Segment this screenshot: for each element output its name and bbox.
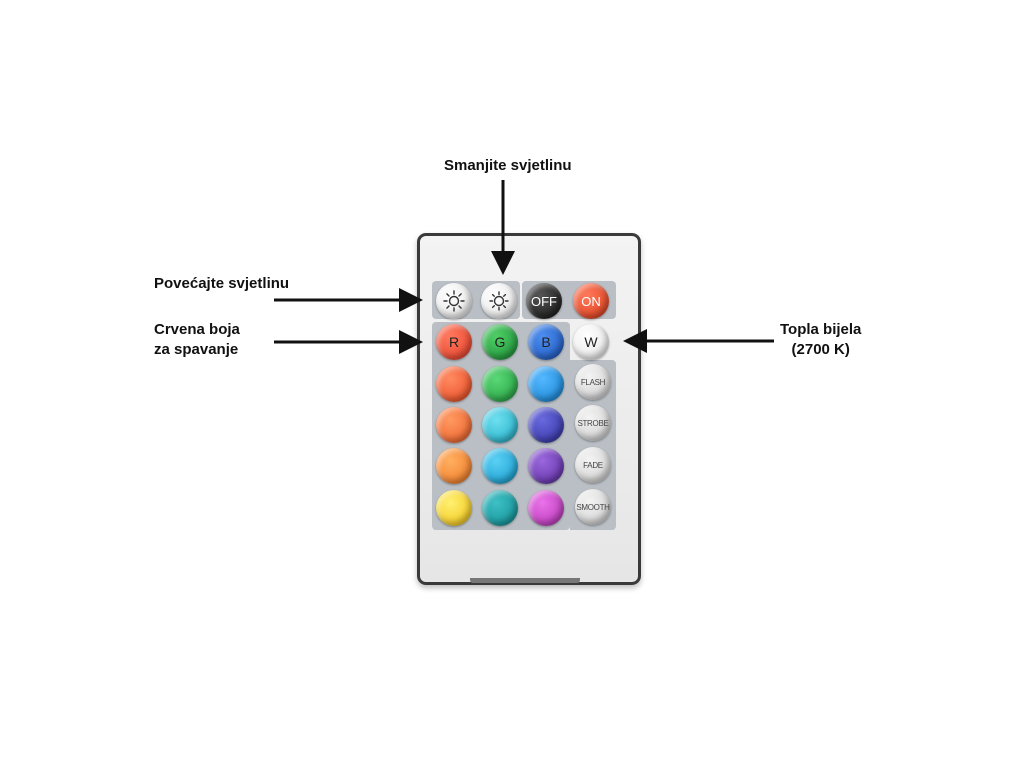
blue-button-label: B — [541, 334, 551, 350]
on-button-label: ON — [581, 293, 601, 309]
off-button[interactable]: OFF — [526, 283, 562, 319]
fade-button[interactable]: FADE — [575, 447, 611, 483]
color-button-r2c1[interactable] — [436, 366, 472, 402]
smooth-button[interactable]: SMOOTH — [575, 489, 611, 525]
red-button[interactable]: R — [436, 324, 472, 360]
red-sleep-label-line2: za spavanje — [154, 341, 239, 358]
color-button-r2c2[interactable] — [482, 366, 518, 402]
off-button-label: OFF — [531, 293, 557, 309]
flash-button-label: FLASH — [580, 377, 606, 387]
on-button[interactable]: ON — [573, 283, 609, 319]
sun-up-icon — [443, 290, 465, 312]
color-button-r5c1[interactable] — [436, 490, 472, 526]
color-button-r3c3[interactable] — [528, 407, 564, 443]
increase-brightness-label: Povećajte svjetlinu — [154, 275, 290, 292]
color-button-r4c3[interactable] — [528, 448, 564, 484]
color-button-r5c2[interactable] — [482, 490, 518, 526]
white-button-label: W — [584, 334, 598, 350]
fade-button-label: FADE — [583, 460, 603, 470]
brightness-up-button[interactable] — [436, 283, 472, 319]
color-button-r4c1[interactable] — [436, 448, 472, 484]
green-button[interactable]: G — [482, 324, 518, 360]
strobe-button-label: STROBE — [577, 418, 609, 428]
remote-control-base — [470, 578, 580, 583]
color-button-r4c2[interactable] — [482, 448, 518, 484]
strobe-button[interactable]: STROBE — [575, 405, 611, 441]
flash-button[interactable]: FLASH — [575, 364, 611, 400]
smooth-button-label: SMOOTH — [576, 502, 610, 512]
color-button-r3c2[interactable] — [482, 407, 518, 443]
red-sleep-label: Crvena boja za spavanje — [154, 320, 240, 360]
color-button-r5c3[interactable] — [528, 490, 564, 526]
green-button-label: G — [494, 334, 506, 350]
color-button-r2c3[interactable] — [528, 366, 564, 402]
color-button-r3c1[interactable] — [436, 407, 472, 443]
warm-white-label-line2: (2700 K) — [791, 341, 850, 358]
warm-white-label-line1: Topla bijela — [780, 321, 862, 338]
warm-white-button[interactable]: W — [573, 324, 609, 360]
warm-white-label: Topla bijela (2700 K) — [780, 320, 861, 360]
red-sleep-label-line1: Crvena boja — [154, 321, 240, 338]
sun-down-icon — [489, 291, 509, 311]
blue-button[interactable]: B — [528, 324, 564, 360]
red-button-label: R — [448, 334, 460, 350]
brightness-down-button[interactable] — [481, 283, 517, 319]
decrease-brightness-label: Smanjite svjetlinu — [444, 157, 572, 174]
